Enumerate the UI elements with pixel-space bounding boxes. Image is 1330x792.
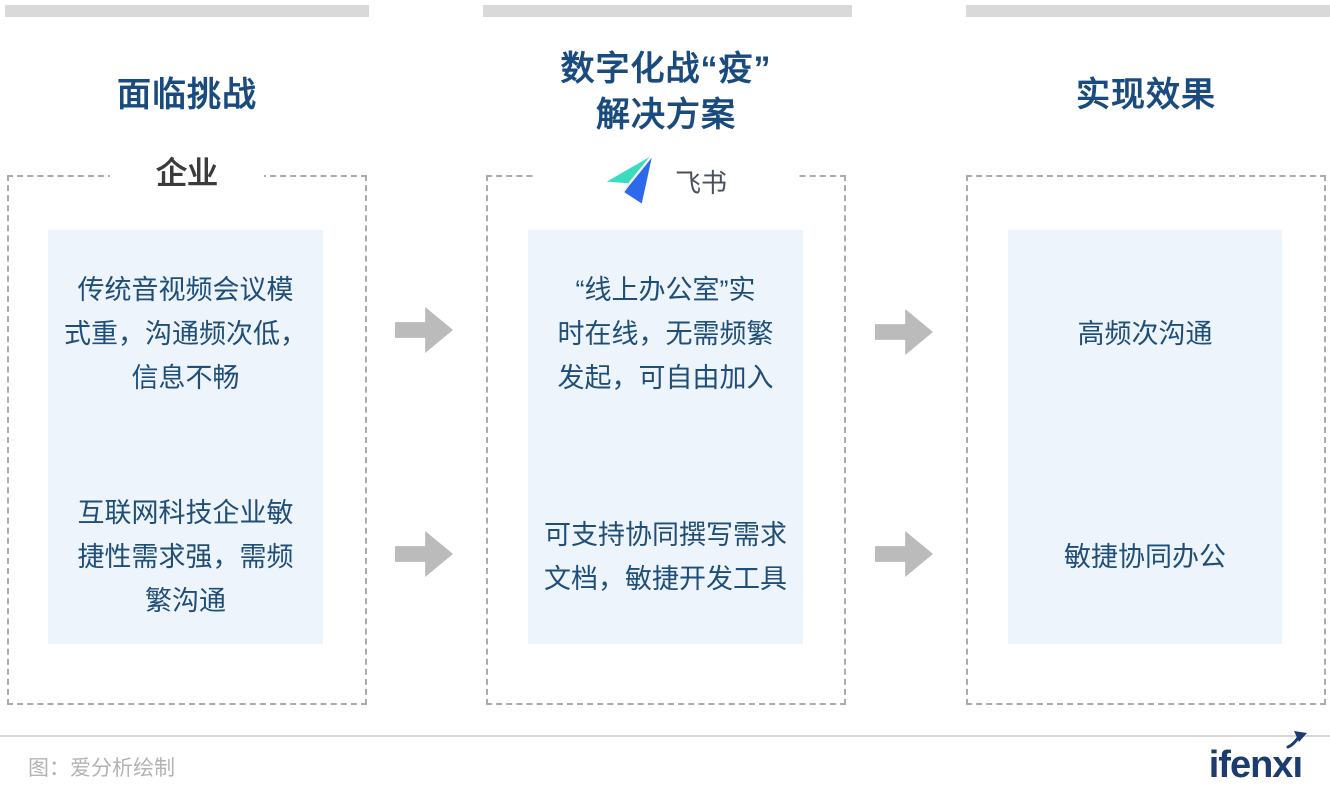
footer-divider bbox=[0, 735, 1330, 737]
right-arrow-icon bbox=[875, 531, 933, 577]
column-1-section-1: 传统音视频会议模 式重，沟通频次低， 信息不畅 bbox=[48, 230, 323, 437]
right-arrow-icon bbox=[395, 531, 453, 577]
feishu-logo-label: 飞书 bbox=[674, 167, 727, 198]
column-2-title: 数字化战“疫” 解决方案 bbox=[486, 46, 846, 138]
column-3-section-1-text: 高频次沟通 bbox=[1078, 312, 1213, 356]
column-1-title: 面临挑战 bbox=[7, 72, 367, 118]
enterprise-badge: 企业 bbox=[110, 150, 264, 198]
text-line: 繁沟通 bbox=[145, 585, 226, 616]
column-1-top-bar bbox=[5, 5, 369, 17]
text-line: 发起，可自由加入 bbox=[557, 362, 774, 393]
text-line: 高频次沟通 bbox=[1077, 318, 1213, 349]
column-1-section-1-text: 传统音视频会议模 式重，沟通频次低， 信息不畅 bbox=[64, 268, 307, 400]
ifenxi-logo: ifenxı bbox=[1208, 731, 1307, 786]
column-3-content-box: 高频次沟通 敏捷协同办公 bbox=[1008, 230, 1282, 644]
column-2-section-1-text: “线上办公室”实 时在线，无需频繁 发起，可自由加入 bbox=[558, 268, 774, 400]
column-3-section-2: 敏捷协同办公 bbox=[1008, 453, 1282, 660]
dotless-i: ı bbox=[1292, 744, 1303, 786]
text-line: 敏捷协同办公 bbox=[1064, 541, 1226, 572]
text-line: “线上办公室”实 bbox=[575, 274, 756, 305]
column-2-content-box: “线上办公室”实 时在线，无需频繁 发起，可自由加入 可支持协同撰写需求 文档，… bbox=[528, 230, 803, 644]
column-3-top-bar bbox=[966, 5, 1330, 17]
ifenxi-logo-final-letter: ı bbox=[1286, 731, 1307, 786]
right-arrow-icon bbox=[395, 307, 453, 353]
column-1-content-box: 传统音视频会议模 式重，沟通频次低， 信息不畅 互联网科技企业敏 捷性需求强，需… bbox=[48, 230, 323, 644]
column-2-section-2: 可支持协同撰写需求 文档，敏捷开发工具 bbox=[528, 453, 803, 660]
ifenxi-arrow-icon bbox=[1286, 731, 1307, 749]
text-line: 传统音视频会议模 bbox=[77, 274, 294, 305]
column-2-title-line-2: 解决方案 bbox=[596, 96, 736, 134]
column-2-title-line-1: 数字化战“疫” bbox=[560, 50, 772, 88]
text-line: 时在线，无需频繁 bbox=[557, 318, 774, 349]
column-2-top-bar bbox=[483, 5, 852, 17]
text-line: 式重，沟通频次低， bbox=[64, 318, 307, 349]
column-3-dashed-frame bbox=[966, 175, 1326, 705]
column-1-title-line: 面临挑战 bbox=[117, 76, 257, 114]
column-1-section-2: 互联网科技企业敏 捷性需求强，需频 繁沟通 bbox=[48, 453, 323, 660]
source-caption: 图：爱分析绘制 bbox=[28, 757, 175, 780]
feishu-paper-plane-icon bbox=[605, 151, 661, 212]
feishu-logo-block: 飞书 bbox=[536, 148, 796, 214]
text-line: 可支持协同撰写需求 bbox=[544, 519, 787, 550]
text-line: 互联网科技企业敏 bbox=[77, 497, 294, 528]
column-2-section-1: “线上办公室”实 时在线，无需频繁 发起，可自由加入 bbox=[528, 230, 803, 437]
column-3-title-line: 实现效果 bbox=[1076, 76, 1216, 114]
text-line: 文档，敏捷开发工具 bbox=[544, 563, 787, 594]
text-line: 信息不畅 bbox=[131, 362, 240, 393]
ifenxi-logo-text: ifenx bbox=[1208, 744, 1294, 786]
right-arrow-icon bbox=[875, 309, 933, 355]
column-3-title: 实现效果 bbox=[966, 72, 1326, 118]
text-line: 捷性需求强，需频 bbox=[77, 541, 294, 572]
column-3-section-1: 高频次沟通 bbox=[1008, 230, 1282, 437]
column-3-section-2-text: 敏捷协同办公 bbox=[1064, 535, 1226, 579]
enterprise-badge-wrapper: 企业 bbox=[7, 150, 367, 198]
column-1-section-2-text: 互联网科技企业敏 捷性需求强，需频 繁沟通 bbox=[78, 491, 294, 623]
column-2-section-2-text: 可支持协同撰写需求 文档，敏捷开发工具 bbox=[544, 513, 787, 601]
